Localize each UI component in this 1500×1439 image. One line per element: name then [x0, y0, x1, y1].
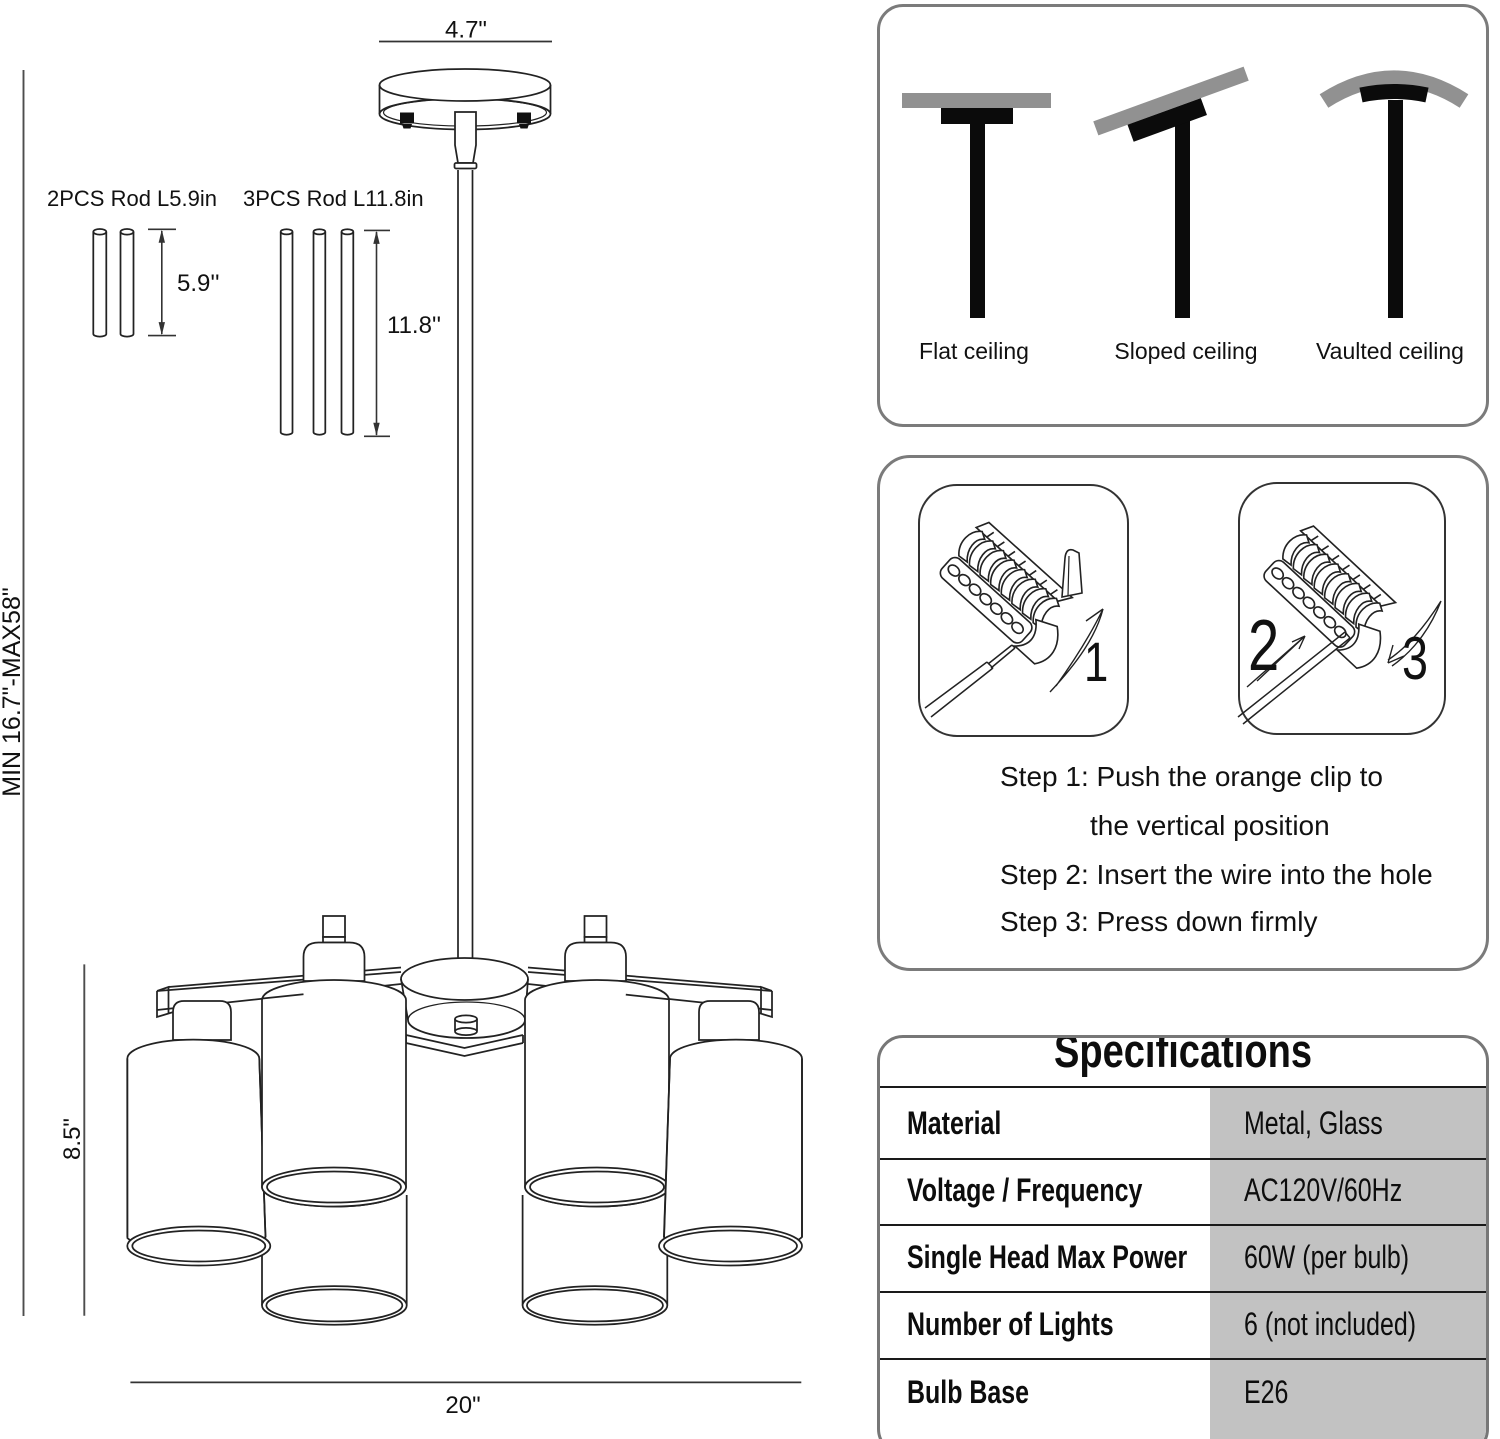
svg-text:5.9'': 5.9''	[177, 270, 220, 297]
svg-text:20": 20"	[445, 1392, 480, 1419]
svg-text:2: 2	[1248, 605, 1279, 685]
svg-text:Sloped ceiling: Sloped ceiling	[1114, 338, 1257, 364]
svg-text:1: 1	[1084, 631, 1108, 693]
svg-text:11.8'': 11.8''	[387, 312, 441, 339]
svg-text:4.7": 4.7"	[445, 17, 487, 44]
svg-text:Vaulted ceiling: Vaulted ceiling	[1316, 338, 1464, 364]
svg-text:MIN 16.7"-MAX58": MIN 16.7"-MAX58"	[0, 587, 26, 797]
svg-text:3PCS Rod L11.8in: 3PCS Rod L11.8in	[243, 186, 424, 211]
svg-text:3: 3	[1402, 625, 1428, 692]
svg-text:8.5": 8.5"	[59, 1118, 86, 1160]
svg-text:Flat ceiling: Flat ceiling	[919, 338, 1029, 364]
svg-text:2PCS Rod L5.9in: 2PCS Rod L5.9in	[47, 186, 217, 211]
